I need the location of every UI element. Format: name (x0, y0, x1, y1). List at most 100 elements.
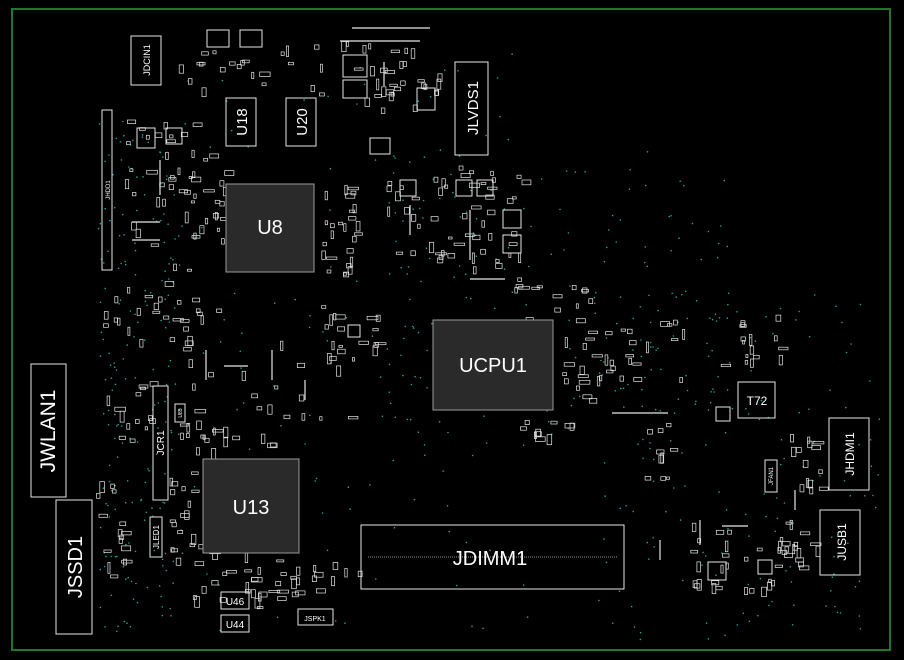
smd-component (186, 423, 191, 433)
smd-component (316, 588, 326, 594)
smd-component (329, 355, 337, 361)
jcr1-label: JCR1 (156, 430, 167, 455)
chip-u13[interactable]: U13 (202, 458, 300, 554)
smd-component (524, 420, 530, 425)
via-dot (639, 631, 642, 634)
chip-u8[interactable]: U8 (225, 183, 315, 273)
via-dot (144, 300, 147, 303)
smd-component (750, 358, 754, 368)
via-dot (726, 245, 729, 248)
via-dot (438, 421, 441, 423)
u13-label: U13 (233, 497, 270, 519)
smd-component (296, 577, 301, 586)
via-dot (457, 70, 459, 72)
connector-jcr1[interactable]: JCR1 (152, 385, 169, 501)
smd-component (715, 529, 725, 535)
via-dot (168, 278, 170, 280)
smd-component (818, 469, 823, 475)
connector-jusb1[interactable]: JUSB1 (819, 509, 861, 576)
smd-component (343, 271, 350, 278)
smd-component (244, 569, 253, 573)
smd-component (411, 196, 420, 201)
via-dot (628, 188, 631, 190)
chip-t72[interactable]: T72 (737, 381, 776, 419)
via-dot (845, 406, 847, 409)
smd-component (236, 64, 242, 70)
connector-jhdmi1[interactable]: JHDMI1 (828, 417, 870, 491)
smd-component (193, 232, 197, 240)
connector-jled1[interactable]: JLED1 (149, 516, 163, 558)
smd-component (720, 564, 724, 574)
via-dot (422, 217, 424, 219)
chip-u85[interactable]: U85 (174, 403, 186, 423)
smd-component (164, 281, 175, 287)
u44-label: U44 (226, 620, 245, 631)
smd-component (327, 353, 332, 365)
via-dot (470, 189, 472, 192)
small-components-layer (96, 27, 829, 610)
smd-component (609, 359, 614, 366)
smd-component (349, 256, 354, 268)
smd-component (324, 324, 329, 330)
smd-component (740, 322, 745, 327)
connector-jdcin1[interactable]: JDCIN1 (130, 35, 162, 86)
smd-component (148, 415, 153, 421)
smd-component (203, 189, 215, 193)
jusb1-label: JUSB1 (835, 523, 849, 561)
via-dot (126, 344, 128, 346)
smd-component (517, 277, 522, 282)
via-dot (172, 560, 175, 563)
smd-component (280, 572, 287, 576)
connector-jfan1[interactable]: JFAN1 (764, 459, 778, 493)
via-dot (701, 564, 703, 566)
via-dot (114, 508, 116, 511)
via-dot (727, 527, 729, 530)
chip-u20[interactable]: U20 (285, 97, 317, 147)
via-dot (230, 129, 233, 132)
jfan1-label: JFAN1 (769, 466, 775, 485)
via-dot (128, 166, 130, 168)
via-dot (161, 279, 163, 282)
via-dot (202, 352, 205, 354)
via-dot (326, 340, 329, 342)
smd-component (350, 190, 357, 196)
via-dot (134, 377, 137, 379)
slot-jdimm1[interactable]: JDIMM1 (360, 524, 625, 590)
via-dot (163, 241, 166, 244)
smd-component (190, 200, 195, 204)
via-dot (201, 226, 203, 229)
via-dot (158, 585, 161, 587)
smd-component (575, 303, 579, 309)
smd-component (193, 193, 197, 199)
smd-component (169, 477, 173, 487)
via-dot (412, 327, 415, 329)
via-dot (409, 418, 412, 421)
ic-package (369, 137, 391, 155)
via-dot (798, 411, 800, 414)
connector-jhdd1[interactable]: JHDD1 (101, 109, 113, 271)
connector-jssd1[interactable]: JSSD1 (55, 499, 93, 635)
via-dot (294, 298, 297, 301)
via-dot (682, 579, 684, 582)
chip-u44[interactable]: U44 (220, 614, 250, 633)
chip-ucpu1[interactable]: UCPU1 (432, 319, 554, 411)
via-dot (447, 431, 449, 434)
smd-component (796, 548, 802, 559)
connector-jspk1[interactable]: JSPK1 (297, 608, 334, 626)
via-dot (147, 141, 150, 144)
smd-component (268, 590, 281, 593)
chip-u18[interactable]: U18 (225, 97, 257, 147)
connector-jwlan1[interactable]: JWLAN1 (30, 363, 67, 498)
via-dot (808, 335, 811, 338)
smd-component (646, 341, 649, 354)
smd-component (511, 231, 518, 237)
smd-component (201, 586, 207, 594)
smd-component (242, 59, 250, 64)
connector-jlvds1[interactable]: JLVDS1 (454, 61, 489, 156)
via-dot (819, 475, 821, 477)
smd-component (802, 459, 809, 468)
via-dot (748, 535, 750, 537)
smd-component (546, 434, 553, 446)
chip-u46[interactable]: U46 (220, 591, 250, 610)
u8-label: U8 (257, 217, 283, 239)
